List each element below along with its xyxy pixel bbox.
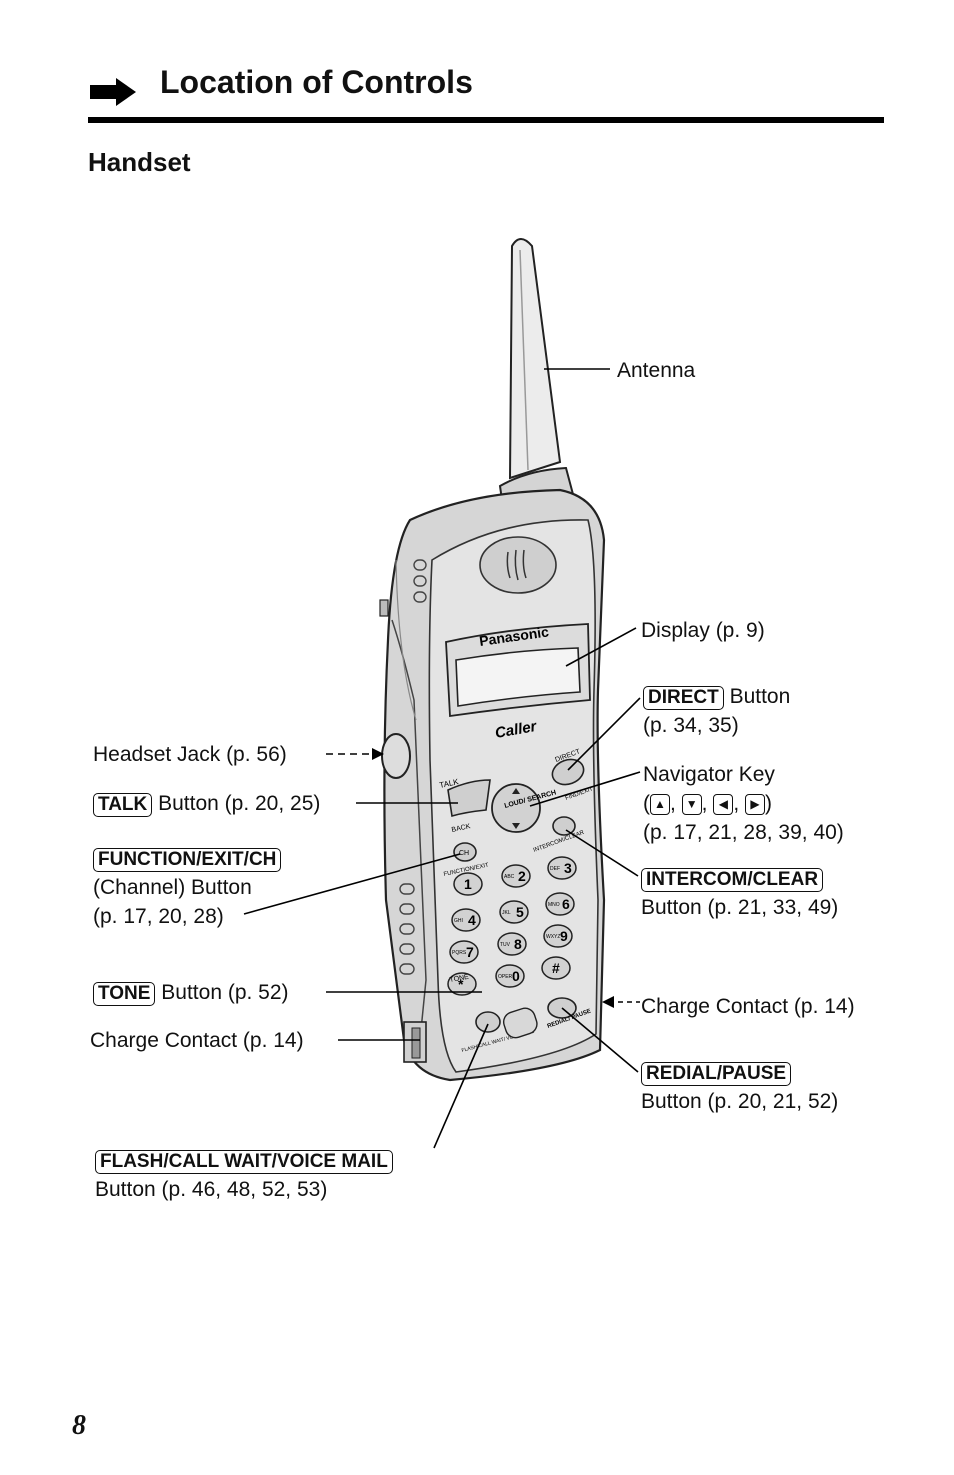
function-key: FUNCTION/EXIT/CH bbox=[93, 848, 282, 872]
section-heading: Handset bbox=[88, 147, 191, 177]
title-rule bbox=[88, 117, 884, 123]
talk-key: TALK bbox=[93, 793, 153, 817]
keypad-digit: 4 bbox=[468, 912, 476, 928]
callout-tone: TONE Button (p. 52) bbox=[93, 978, 289, 1007]
keypad-key bbox=[449, 940, 479, 964]
intercom-text: Button (p. 21, 33, 49) bbox=[641, 896, 839, 919]
header-arrow-icon bbox=[90, 78, 136, 106]
keypad-key bbox=[501, 864, 531, 888]
redial-key: REDIAL/PAUSE bbox=[641, 1062, 792, 1086]
keypad-letters: GHI bbox=[454, 918, 463, 924]
callout-headset: Headset Jack (p. 56) bbox=[93, 743, 287, 766]
direct-text: Button bbox=[729, 685, 791, 708]
keypad-digit: 1 bbox=[464, 876, 472, 892]
callout-display: Display (p. 9) bbox=[641, 619, 765, 642]
keypad-digit: 9 bbox=[560, 928, 568, 944]
keypad-letters: TUV bbox=[500, 942, 511, 948]
keypad-digit: 3 bbox=[564, 860, 572, 876]
flash-key: FLASH/CALL WAIT/VOICE MAIL bbox=[95, 1150, 393, 1174]
nav-right-icon: ▶ bbox=[745, 793, 766, 815]
keypad-key bbox=[543, 924, 573, 948]
tone-label: TONE bbox=[449, 974, 470, 984]
keypad-digit: 2 bbox=[518, 868, 526, 884]
talk-text: Button (p. 20, 25) bbox=[158, 792, 321, 815]
keypad-digit: 0 bbox=[512, 968, 520, 984]
navigator-pages: (p. 17, 21, 28, 39, 40) bbox=[643, 821, 844, 844]
flash-text: Button (p. 46, 48, 52, 53) bbox=[95, 1178, 328, 1201]
callout-antenna: Antenna bbox=[617, 359, 696, 382]
page-title: Location of Controls bbox=[160, 64, 473, 100]
redial-text: Button (p. 20, 21, 52) bbox=[641, 1090, 839, 1113]
keypad-digit: 5 bbox=[516, 904, 524, 920]
keypad-key bbox=[447, 972, 477, 996]
callout-charge-right: Charge Contact (p. 14) bbox=[641, 995, 855, 1018]
keypad-key bbox=[541, 956, 571, 980]
keypad-letters: MNO bbox=[548, 902, 560, 908]
keypad-key bbox=[547, 856, 577, 880]
callout-flash: FLASH/CALL WAIT/VOICE MAIL Button (p. 46… bbox=[95, 1146, 393, 1204]
nav-up-icon: ▲ bbox=[650, 793, 670, 815]
function-line2: (Channel) Button bbox=[93, 876, 252, 899]
callout-talk: TALK Button (p. 20, 25) bbox=[93, 789, 320, 818]
talk-label: TALK bbox=[439, 777, 461, 790]
callout-intercom: INTERCOM/CLEAR Button (p. 21, 33, 49) bbox=[641, 864, 838, 922]
keypad-key bbox=[451, 908, 481, 932]
keypad-key bbox=[453, 872, 483, 896]
keypad-letters: JKL bbox=[502, 910, 511, 916]
keypad-letters: ABC bbox=[504, 874, 515, 880]
function-line3: (p. 17, 20, 28) bbox=[93, 905, 224, 928]
navigator-title: Navigator Key bbox=[643, 763, 775, 786]
keypad-key bbox=[545, 892, 575, 916]
keypad-digit: 8 bbox=[514, 936, 522, 952]
keypad-letters: PQRS bbox=[452, 950, 467, 956]
back-label: BACK bbox=[451, 823, 471, 834]
callout-charge-left: Charge Contact (p. 14) bbox=[90, 1029, 304, 1052]
tone-key: TONE bbox=[93, 982, 156, 1006]
tone-text: Button (p. 52) bbox=[161, 981, 289, 1004]
callout-navigator: Navigator Key (▲, ▼, ◀, ▶) (p. 17, 21, 2… bbox=[643, 763, 844, 844]
keypad-digit: 7 bbox=[466, 944, 474, 960]
keypad-digit: * bbox=[458, 976, 464, 992]
direct-key: DIRECT bbox=[643, 686, 724, 710]
callout-redial: REDIAL/PAUSE Button (p. 20, 21, 52) bbox=[641, 1058, 838, 1116]
callout-function: FUNCTION/EXIT/CH (Channel) Button (p. 17… bbox=[93, 844, 282, 931]
direct-pages: (p. 34, 35) bbox=[643, 714, 739, 737]
intercom-key: INTERCOM/CLEAR bbox=[641, 868, 824, 892]
keypad-key bbox=[497, 932, 527, 956]
keypad-digit: 6 bbox=[562, 896, 570, 912]
keypad-letters: OPER bbox=[498, 974, 513, 980]
callout-direct: DIRECT Button (p. 34, 35) bbox=[643, 682, 790, 740]
keypad-letters: WXYZ bbox=[546, 934, 560, 940]
keypad-digit: # bbox=[552, 960, 560, 976]
ch-label: CH bbox=[459, 850, 469, 857]
keypad-key bbox=[499, 900, 529, 924]
keypad-key bbox=[495, 964, 525, 988]
page-number: 8 bbox=[72, 1410, 86, 1441]
nav-left-icon: ◀ bbox=[713, 793, 734, 815]
nav-down-icon: ▼ bbox=[681, 793, 702, 815]
keypad-letters: DEF bbox=[550, 866, 560, 872]
